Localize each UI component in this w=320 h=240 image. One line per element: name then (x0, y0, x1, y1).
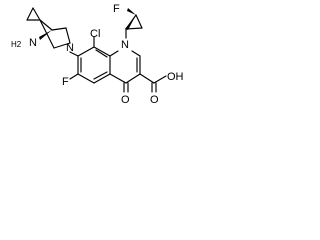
bond (109, 73, 127, 84)
bond (69, 51, 79, 57)
stereo-wedges (39, 8, 136, 40)
bond (77, 46, 95, 57)
stereo-wedge-bond (125, 15, 136, 30)
acid-hydroxyl-label: OH (167, 71, 184, 83)
stereo-wedge-bond (127, 8, 136, 15)
bond (153, 75, 167, 84)
bond (93, 73, 111, 84)
bond (77, 73, 95, 84)
bond-layer (26, 7, 167, 93)
amine-nitrogen-label: N (29, 37, 37, 49)
bond (32, 7, 41, 21)
bond (95, 49, 108, 58)
molecule-structure: N H2 N Cl F F N O O OH (11, 3, 184, 106)
bond (65, 27, 71, 44)
bond (131, 50, 141, 57)
bond (125, 73, 141, 84)
stereo-wedge-bond (39, 30, 52, 40)
bond (109, 50, 119, 57)
fluorine-left-label: F (62, 76, 69, 88)
acid-oxygen-label: O (150, 94, 159, 106)
bond (125, 27, 143, 30)
bond (26, 7, 34, 21)
fluorine-top-label: F (113, 3, 120, 15)
ring-nitrogen-label: N (66, 42, 74, 54)
bond (53, 42, 71, 49)
atom-labels: N H2 N Cl F F N O O OH (11, 3, 184, 106)
bond (39, 19, 53, 31)
bond (69, 73, 79, 80)
bond (139, 73, 155, 84)
bond (93, 46, 111, 57)
amine-hydrogen-label: H2 (11, 40, 22, 49)
quinolone-nitrogen-label: N (121, 39, 129, 51)
bond (51, 27, 67, 31)
bond (93, 71, 108, 80)
chlorine-label: Cl (90, 28, 100, 40)
ketone-oxygen-label: O (121, 94, 130, 106)
bond (135, 14, 143, 29)
